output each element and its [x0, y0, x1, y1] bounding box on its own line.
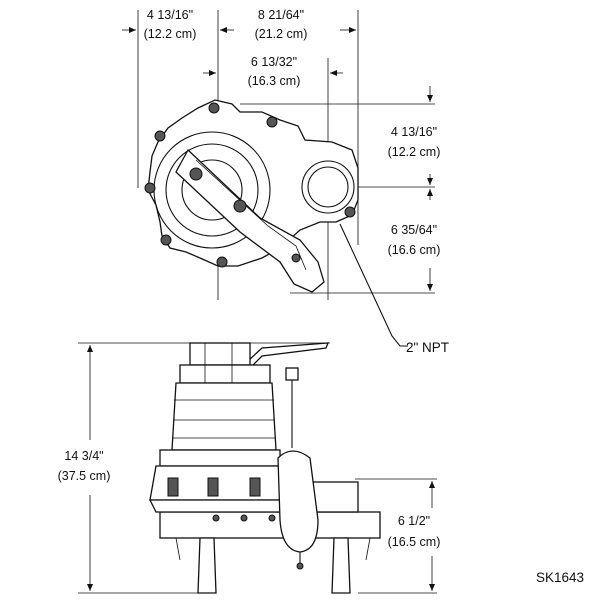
pump-side-view	[148, 342, 381, 594]
motor-housing	[171, 382, 277, 451]
bolt-icon	[160, 234, 172, 246]
bolt-icon	[266, 116, 278, 128]
pump-top-view	[144, 99, 359, 293]
dim-inlet-height-in: 6 1/2"	[398, 514, 430, 528]
dim-width-total-in: 8 21/64"	[258, 8, 304, 22]
dim-height-bottom-cm: (16.6 cm)	[388, 243, 441, 257]
fitting-icon	[189, 167, 203, 181]
drawing-number: SK1643	[536, 570, 584, 585]
dim-height-top-in: 4 13/16"	[391, 125, 437, 139]
leg	[197, 537, 217, 594]
dim-width-left-in: 4 13/16"	[147, 8, 193, 22]
dim-overall-height-in: 14 3/4"	[64, 449, 103, 463]
bolt-icon	[240, 514, 248, 522]
handle-top	[175, 148, 325, 293]
dim-width-total-cm: (21.2 cm)	[255, 27, 308, 41]
bolt-icon	[268, 514, 276, 522]
float-switch	[277, 450, 319, 553]
npt-leader-line	[339, 223, 408, 347]
dim-inlet-height-cm: (16.5 cm)	[388, 535, 441, 549]
bolt-icon	[144, 182, 156, 194]
leg	[331, 537, 351, 594]
dim-overall-height-cm: (37.5 cm)	[58, 469, 111, 483]
discharge-port-outer	[301, 160, 355, 214]
fitting-icon	[291, 253, 301, 263]
dim-width-left-cm: (12.2 cm)	[144, 27, 197, 41]
bolt-icon	[344, 206, 356, 218]
fitting-icon	[233, 199, 247, 213]
side-view: 14 3/4" (37.5 cm) 6 1/2" (16.5 cm)	[58, 342, 441, 594]
dim-height-bottom-in: 6 35/64"	[391, 223, 437, 237]
motor-cap	[189, 342, 251, 366]
dim-center-discharge-cm: (16.3 cm)	[248, 74, 301, 88]
discharge-size-label: 2" NPT	[406, 340, 449, 355]
top-view: 4 13/16" (12.2 cm) 8 21/64" (21.2 cm) 6 …	[122, 8, 449, 355]
bolt-icon	[154, 130, 166, 142]
bolt-icon	[208, 102, 220, 114]
discharge-port-inner	[307, 166, 349, 208]
bolt-icon	[212, 514, 220, 522]
dim-center-discharge-in: 6 13/32"	[251, 55, 297, 69]
dim-height-top-cm: (12.2 cm)	[388, 145, 441, 159]
bolt-icon	[216, 256, 228, 268]
